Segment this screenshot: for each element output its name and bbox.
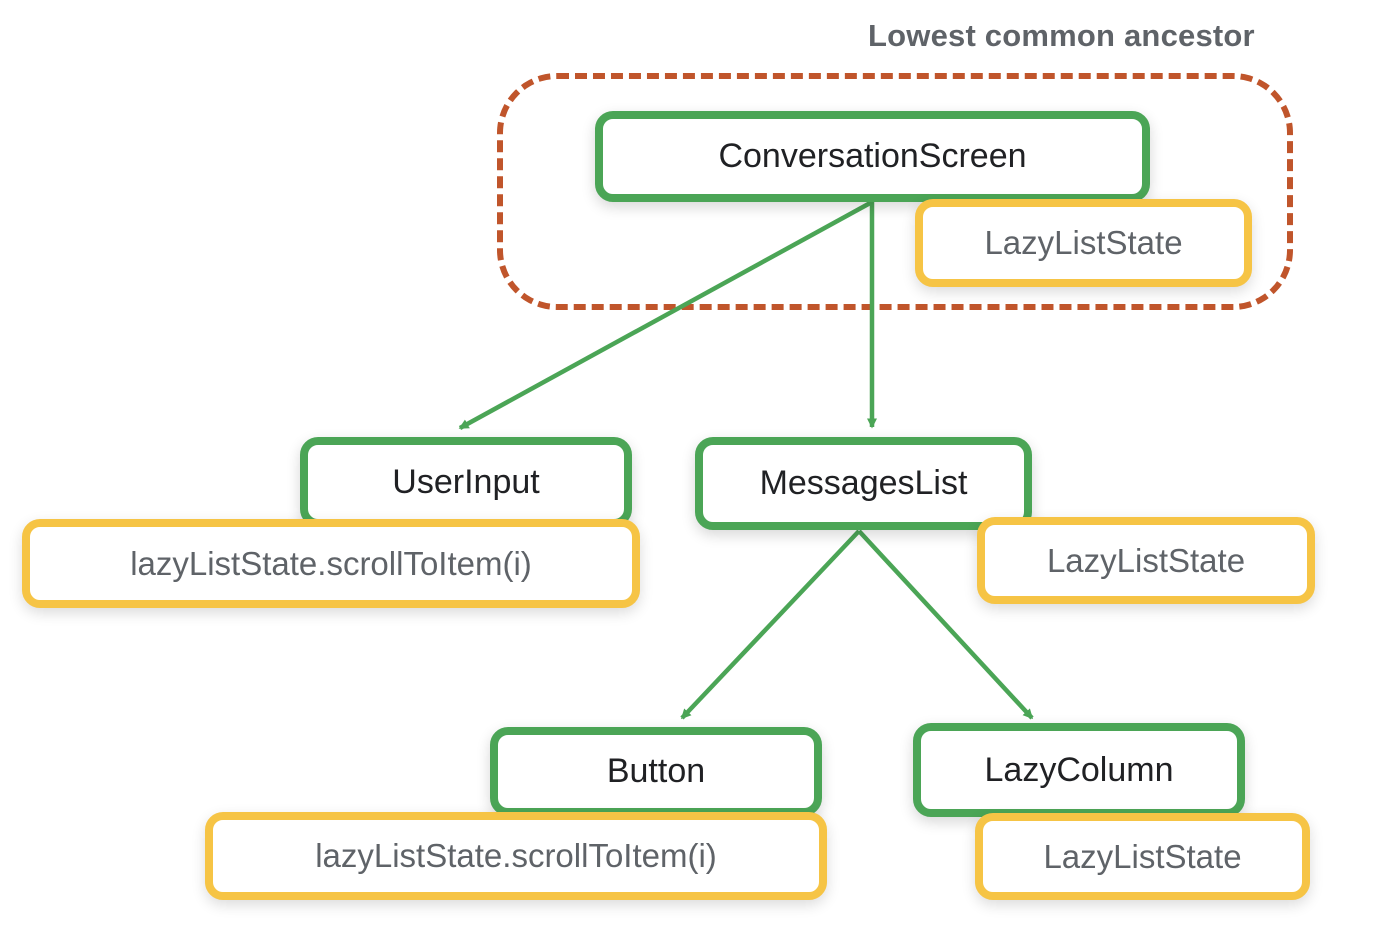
badge-userinput-scrolltoitem-label: lazyListState.scrollToItem(i) <box>130 544 532 582</box>
node-lazy-column-label: LazyColumn <box>984 750 1174 789</box>
lowest-common-ancestor-outline <box>497 73 1293 310</box>
badge-lazycolumn-lazyliststate-label: LazyListState <box>1043 837 1242 875</box>
edge-messageslist-button <box>680 529 861 720</box>
badge-messageslist-lazyliststate: LazyListState <box>977 517 1315 604</box>
badge-lazycolumn-lazyliststate: LazyListState <box>975 813 1310 900</box>
node-conversation-screen-label: ConversationScreen <box>718 137 1027 175</box>
badge-button-scrolltoitem: lazyListState.scrollToItem(i) <box>205 812 827 900</box>
node-user-input-label: UserInput <box>392 462 540 501</box>
badge-hoisted-lazyliststate-label: LazyListState <box>984 224 1183 261</box>
node-button-label: Button <box>606 752 706 790</box>
node-messages-list-label: MessagesList <box>759 464 968 502</box>
badge-button-scrolltoitem-label: lazyListState.scrollToItem(i) <box>315 837 717 874</box>
node-messages-list: MessagesList <box>695 437 1032 530</box>
lowest-common-ancestor-label: Lowest common ancestor <box>868 18 1255 53</box>
badge-messageslist-lazyliststate-label: LazyListState <box>1046 541 1246 579</box>
node-lazy-column: LazyColumn <box>913 723 1245 817</box>
badge-userinput-scrolltoitem: lazyListState.scrollToItem(i) <box>22 519 640 608</box>
node-button: Button <box>490 727 822 816</box>
badge-hoisted-lazyliststate: LazyListState <box>915 199 1252 287</box>
node-conversation-screen: ConversationScreen <box>595 111 1150 202</box>
node-user-input: UserInput <box>300 437 632 527</box>
